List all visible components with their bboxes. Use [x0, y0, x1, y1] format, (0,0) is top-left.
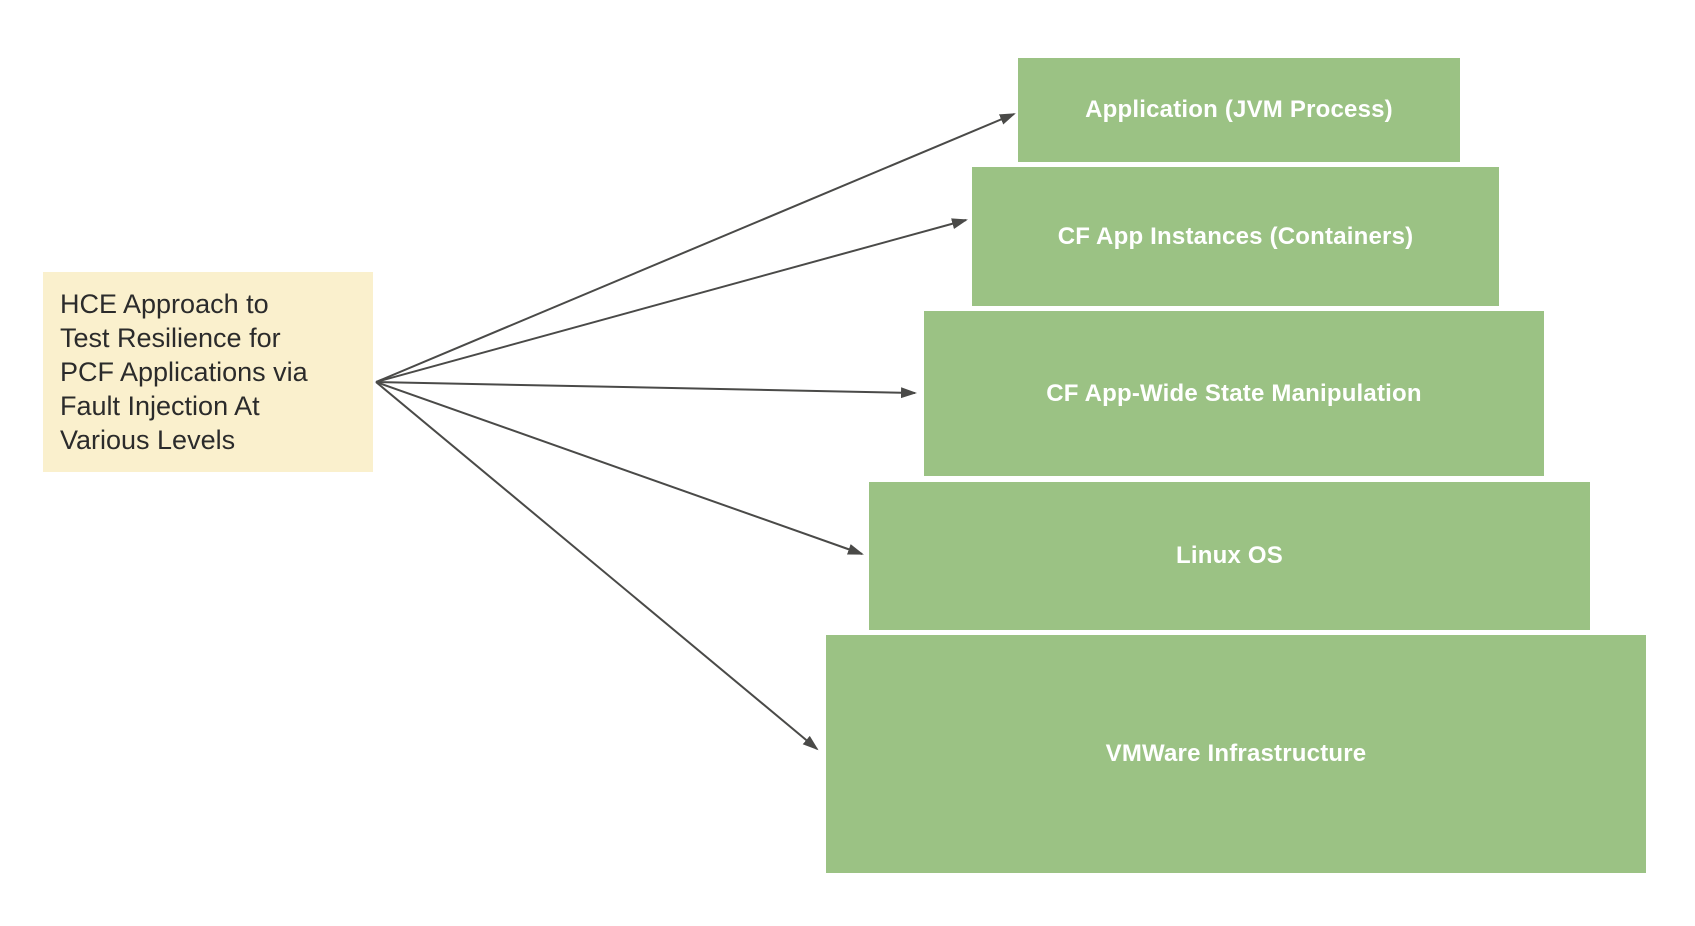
level-label: Application (JVM Process) — [1085, 96, 1393, 123]
source-text-line: Test Resilience for — [60, 323, 281, 353]
arrow-to-cf-app-wide-state — [375, 381, 917, 399]
arrow-to-linux-os — [375, 381, 864, 555]
source-text-line: HCE Approach to — [60, 289, 269, 319]
level-box-cf-app-wide-state: CF App-Wide State Manipulation — [924, 311, 1544, 476]
source-text-line: Fault Injection At — [60, 391, 260, 421]
level-box-application: Application (JVM Process) — [1018, 58, 1460, 162]
level-box-linux-os: Linux OS — [869, 482, 1590, 630]
source-note-box: HCE Approach to Test Resilience for PCF … — [43, 272, 373, 472]
source-text-line: Various Levels — [60, 425, 236, 455]
arrow-to-vmware-infrastructure — [375, 381, 819, 751]
level-box-cf-app-instances: CF App Instances (Containers) — [972, 167, 1499, 306]
level-label: VMWare Infrastructure — [1105, 740, 1367, 767]
level-label: CF App-Wide State Manipulation — [1046, 379, 1422, 407]
level-label: Linux OS — [1176, 542, 1283, 569]
arrow-to-cf-app-instances — [375, 218, 968, 383]
arrow-to-application — [375, 113, 1016, 383]
source-text-line: PCF Applications via — [60, 357, 308, 387]
level-box-vmware-infrastructure: VMWare Infrastructure — [826, 635, 1646, 873]
level-label: CF App Instances (Containers) — [1057, 222, 1414, 250]
